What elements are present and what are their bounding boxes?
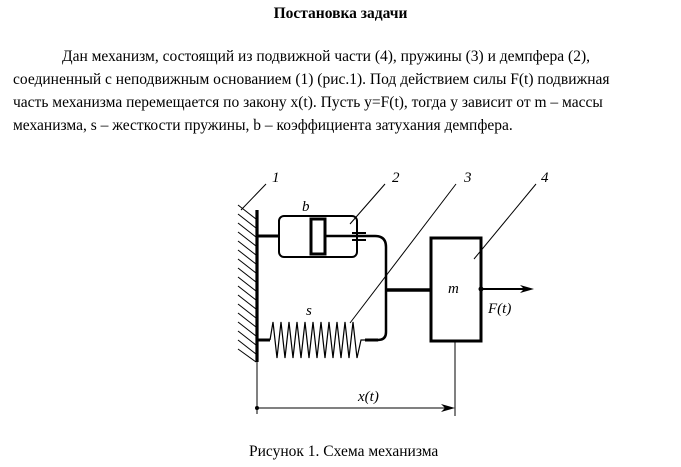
leader-line-base — [240, 183, 267, 211]
symbol-displacement: x(t) — [357, 389, 379, 405]
paragraph-line: соединенный с неподвижным основанием (1)… — [13, 71, 610, 88]
paragraph-line: Дан механизм, состоящий из подвижной час… — [62, 48, 591, 65]
leader-line-spring — [349, 183, 457, 324]
section-title: Постановка задачи — [273, 5, 408, 22]
label-damper: 2 — [392, 170, 400, 186]
spring-coil — [269, 321, 365, 359]
symbol-mass-m: m — [448, 281, 459, 297]
symbol-stiffness-s: s — [306, 303, 312, 319]
displacement-arrow-head — [441, 404, 455, 412]
damper-connector — [374, 234, 388, 290]
label-spring: 3 — [463, 170, 472, 186]
label-base: 1 — [272, 170, 280, 186]
force-arrow-head — [520, 285, 534, 293]
base-hatching — [237, 204, 257, 363]
symbol-force: F(t) — [487, 301, 511, 317]
figure-caption: Рисунок 1. Схема механизма — [249, 443, 439, 460]
leader-line-damper — [349, 183, 386, 225]
spring-connector — [377, 290, 388, 342]
label-moving-part: 4 — [541, 170, 549, 186]
paragraph-line: часть механизма перемещается по закону x… — [13, 94, 603, 111]
problem-statement: Дан механизм, состоящий из подвижной час… — [13, 45, 673, 137]
symbol-damping-b: b — [302, 199, 310, 215]
paragraph-line: механизма, s – жесткости пружины, b – ко… — [13, 117, 513, 134]
leader-line-moving-part — [473, 183, 537, 260]
damper-piston — [309, 217, 327, 256]
